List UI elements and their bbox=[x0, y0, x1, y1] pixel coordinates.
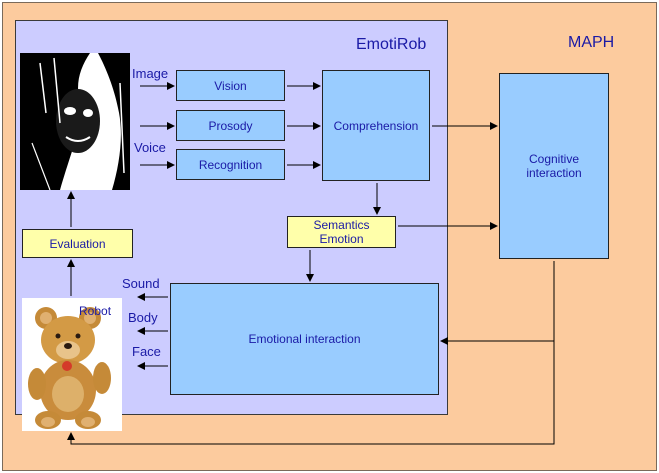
emotion-label: Emotion bbox=[319, 232, 364, 246]
robot-image bbox=[22, 298, 122, 431]
input-label-image: Image bbox=[132, 66, 169, 81]
evaluation-label: Evaluation bbox=[49, 236, 106, 251]
vision-label: Vision bbox=[214, 78, 247, 93]
emotirob-label: EmotiRob bbox=[356, 36, 427, 53]
output-label-sound: Sound bbox=[122, 276, 160, 291]
vision-box: Vision bbox=[176, 70, 285, 101]
camera-image bbox=[20, 53, 130, 190]
semantics-label: Semantics bbox=[313, 218, 370, 232]
input-label-voice: Voice bbox=[134, 140, 166, 155]
recognition-label: Recognition bbox=[198, 157, 263, 172]
prosody-box: Prosody bbox=[176, 110, 285, 141]
emotional-interaction-box: Emotional interaction bbox=[170, 283, 439, 395]
prosody-label: Prosody bbox=[208, 118, 253, 133]
evaluation-box: Evaluation bbox=[22, 229, 133, 258]
camera-image-graphic bbox=[20, 53, 130, 190]
teddy-bear-graphic bbox=[22, 298, 122, 431]
interaction-label: interaction bbox=[526, 166, 582, 180]
semantics-emotion-box: Semantics Emotion bbox=[287, 216, 396, 248]
recognition-box: Recognition bbox=[176, 149, 285, 180]
cognitive-label: Cognitive bbox=[528, 152, 580, 166]
emotional-interaction-label: Emotional interaction bbox=[248, 332, 361, 346]
cognitive-interaction-box: Cognitive interaction bbox=[499, 73, 609, 259]
output-label-face: Face bbox=[132, 344, 161, 359]
arrow-cognitive-to-robot bbox=[67, 341, 555, 445]
arrow-cognitive-to-emotional bbox=[440, 261, 555, 345]
maph-label: MAPH bbox=[568, 34, 615, 51]
comprehension-label: Comprehension bbox=[333, 118, 419, 133]
comprehension-box: Comprehension bbox=[322, 70, 430, 181]
output-label-body: Body bbox=[128, 310, 158, 325]
robot-label: Robot bbox=[79, 304, 112, 318]
